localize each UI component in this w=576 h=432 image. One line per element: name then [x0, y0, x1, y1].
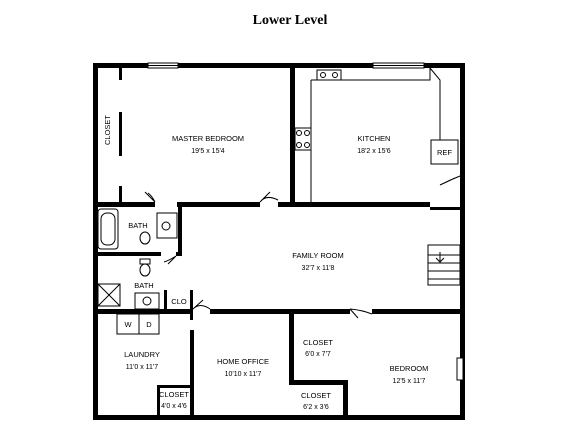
master-bedroom-dims: 19'5 x 15'4: [191, 148, 225, 155]
family-room-name: FAMILY ROOM: [292, 251, 343, 260]
bath-upper-label: BATH: [128, 221, 147, 230]
closet-office-dims: 6'2 x 3'6: [303, 404, 329, 411]
toilet-lower: [139, 263, 151, 277]
family-room-dims: 32'7 x 11'8: [302, 265, 335, 272]
windows: [147, 62, 464, 381]
bath-sink-lower: [134, 292, 160, 310]
dryer-label: D: [146, 320, 152, 329]
kitchen-fixtures: REF: [294, 67, 459, 202]
interior-walls: [93, 63, 465, 420]
master-closet-label: CLOSET: [103, 115, 112, 145]
bedroom-name: BEDROOM: [390, 364, 429, 373]
dryer: [138, 313, 160, 335]
laundry-name: LAUNDRY: [124, 350, 160, 359]
kitchen-name: KITCHEN: [358, 134, 391, 143]
doors: [144, 175, 461, 319]
stairs: [427, 244, 461, 286]
bedroom-dims: 12'5 x 11'7: [393, 378, 426, 385]
ref-label: REF: [437, 148, 452, 157]
home-office-name: HOME OFFICE: [217, 357, 269, 366]
home-office-dims: 10'10 x 11'7: [225, 371, 262, 378]
refrigerator: [430, 139, 459, 165]
stove: [294, 127, 312, 151]
plan-title: Lower Level: [253, 13, 328, 28]
laundry-dims: 11'0 x 11'7: [126, 364, 158, 371]
bath-fixtures: [97, 208, 178, 310]
closet-laundry-name: CLOSET: [159, 390, 189, 399]
closet-office-name: CLOSET: [301, 391, 331, 400]
master-bedroom-name: MASTER BEDROOM: [172, 134, 244, 143]
closet-upper-dims: 6'0 x 7'7: [305, 351, 331, 358]
kitchen-dims: 18'2 x 15'6: [357, 148, 391, 155]
kitchen-sink: [316, 69, 342, 81]
washer-label: W: [124, 320, 132, 329]
bath-lower-label: BATH: [134, 281, 153, 290]
laundry-appliances: W D: [116, 313, 160, 335]
clo-label: CLO: [171, 297, 187, 306]
toilet-upper: [139, 231, 151, 245]
closet-upper-name: CLOSET: [303, 338, 333, 347]
bath-vanity: [156, 212, 178, 239]
closet-laundry-dims: 4'0 x 4'6: [161, 403, 187, 410]
